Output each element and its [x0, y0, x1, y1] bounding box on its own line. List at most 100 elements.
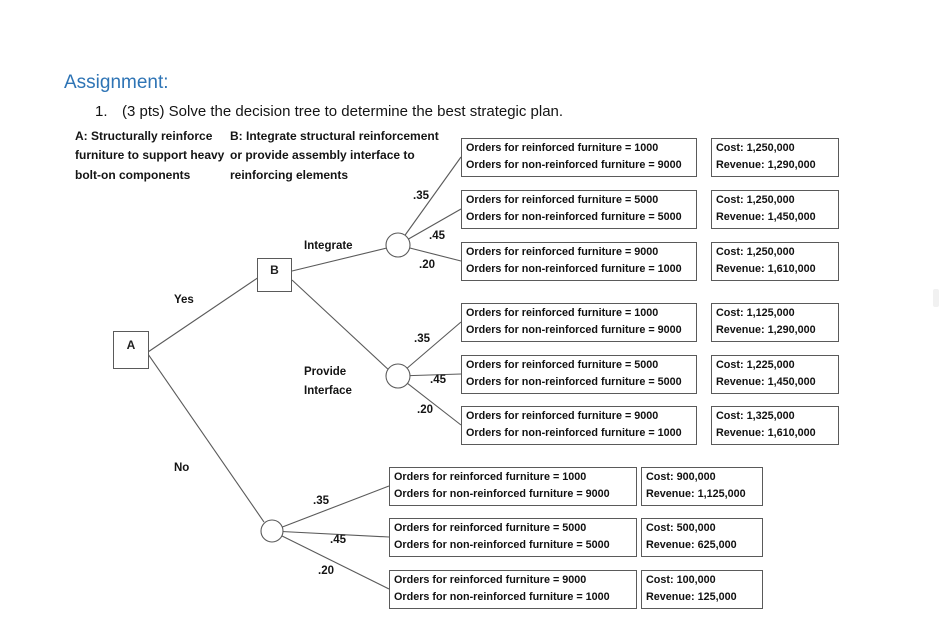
tree-edge-prob	[271, 485, 390, 532]
decision-node-a: A	[113, 331, 149, 369]
orders-box: Orders for reinforced furniture = 5000 O…	[461, 355, 697, 394]
revenue-line: Revenue: 625,000	[646, 539, 737, 552]
payoff-box: Cost: 1,125,000 Revenue: 1,290,000	[711, 303, 839, 342]
legend-a-line: A: Structurally reinforce	[75, 129, 213, 143]
decision-node-a-label: A	[126, 338, 136, 352]
tree-edge-provide-interface	[291, 279, 392, 373]
probability-label: .45	[430, 374, 446, 386]
orders-box: Orders for reinforced furniture = 1000 O…	[461, 138, 697, 177]
revenue-line: Revenue: 1,450,000	[716, 376, 816, 389]
question-number: 1.	[95, 103, 108, 120]
legend-b-line: B: Integrate structural reinforcement	[230, 129, 439, 143]
orders-line: Orders for non-reinforced furniture = 10…	[466, 427, 682, 440]
branch-label-provide-line1: Provide	[304, 366, 347, 378]
legend-b-line: reinforcing elements	[230, 167, 349, 182]
payoff-box: Cost: 1,325,000 Revenue: 1,610,000	[711, 406, 839, 445]
branch-label-yes: Yes	[174, 294, 194, 306]
branch-label-provide-interface: Provide Interface	[304, 363, 352, 401]
payoff-box: Cost: 500,000 Revenue: 625,000	[641, 518, 763, 557]
tree-edge-prob	[397, 156, 462, 246]
orders-line: Orders for non-reinforced furniture = 10…	[394, 591, 610, 604]
payoff-box: Cost: 1,250,000 Revenue: 1,450,000	[711, 190, 839, 229]
legend-a-line: furniture to support heavy	[75, 148, 225, 163]
revenue-line: Revenue: 1,290,000	[716, 324, 816, 337]
orders-line: Orders for reinforced furniture = 5000	[466, 194, 659, 206]
tree-edge-prob	[397, 375, 462, 426]
orders-line: Orders for non-reinforced furniture = 90…	[466, 324, 682, 337]
probability-label: .35	[414, 333, 430, 345]
tree-edge-prob	[271, 530, 390, 538]
branch-label-no: No	[174, 462, 190, 474]
orders-line: Orders for reinforced furniture = 5000	[466, 359, 659, 371]
tree-edge-prob	[397, 321, 462, 377]
cost-line: Cost: 1,225,000	[716, 359, 795, 371]
orders-box: Orders for reinforced furniture = 9000 O…	[461, 242, 697, 281]
orders-box: Orders for reinforced furniture = 5000 O…	[389, 518, 637, 557]
chance-node-no	[260, 519, 284, 543]
payoff-box: Cost: 100,000 Revenue: 125,000	[641, 570, 763, 609]
scrollbar-thumb[interactable]	[933, 289, 939, 307]
cost-line: Cost: 1,125,000	[716, 307, 795, 319]
orders-line: Orders for non-reinforced furniture = 50…	[466, 376, 682, 389]
orders-line: Orders for reinforced furniture = 9000	[394, 574, 587, 586]
probability-label: .20	[417, 404, 433, 416]
probability-label: .20	[318, 565, 334, 577]
probability-label: .35	[313, 495, 329, 507]
cost-line: Cost: 100,000	[646, 574, 716, 586]
orders-line: Orders for reinforced furniture = 9000	[466, 410, 659, 422]
orders-line: Orders for non-reinforced furniture = 90…	[466, 159, 682, 172]
cost-line: Cost: 1,250,000	[716, 246, 795, 258]
question-text: (3 pts) Solve the decision tree to deter…	[122, 103, 564, 120]
orders-box: Orders for reinforced furniture = 1000 O…	[389, 467, 637, 506]
orders-box: Orders for reinforced furniture = 9000 O…	[389, 570, 637, 609]
cost-line: Cost: 1,250,000	[716, 142, 795, 154]
legend-b-line: or provide assembly interface to	[230, 148, 415, 163]
orders-line: Orders for non-reinforced furniture = 50…	[466, 211, 682, 224]
orders-box: Orders for reinforced furniture = 1000 O…	[461, 303, 697, 342]
payoff-box: Cost: 900,000 Revenue: 1,125,000	[641, 467, 763, 506]
orders-line: Orders for non-reinforced furniture = 50…	[394, 539, 610, 552]
legend-option-a: A: Structurally reinforce furniture to s…	[75, 127, 224, 185]
revenue-line: Revenue: 1,290,000	[716, 159, 816, 172]
orders-box: Orders for reinforced furniture = 9000 O…	[461, 406, 697, 445]
branch-label-provide-line2: Interface	[304, 385, 352, 397]
orders-line: Orders for non-reinforced furniture = 10…	[466, 263, 682, 276]
cost-line: Cost: 1,250,000	[716, 194, 795, 206]
legend-a-line: bolt-on components	[75, 167, 191, 182]
orders-line: Orders for reinforced furniture = 9000	[466, 246, 659, 258]
chance-node-provide-interface	[385, 363, 411, 389]
payoff-box: Cost: 1,225,000 Revenue: 1,450,000	[711, 355, 839, 394]
legend-option-b: B: Integrate structural reinforcement or…	[230, 127, 439, 185]
orders-box: Orders for reinforced furniture = 5000 O…	[461, 190, 697, 229]
decision-node-b-label: B	[270, 263, 279, 277]
probability-label: .35	[413, 190, 429, 202]
tree-edge-yes	[147, 276, 260, 353]
cost-line: Cost: 500,000	[646, 522, 716, 534]
chance-node-integrate	[385, 232, 411, 258]
tree-edge-prob	[271, 530, 390, 590]
tree-edge-no	[147, 353, 265, 523]
orders-line: Orders for non-reinforced furniture = 90…	[394, 488, 610, 501]
cost-line: Cost: 900,000	[646, 471, 716, 483]
probability-label: .20	[419, 259, 435, 271]
probability-label: .45	[330, 534, 346, 546]
orders-line: Orders for reinforced furniture = 5000	[394, 522, 587, 534]
probability-label: .45	[429, 230, 445, 242]
payoff-box: Cost: 1,250,000 Revenue: 1,290,000	[711, 138, 839, 177]
revenue-line: Revenue: 1,450,000	[716, 211, 816, 224]
orders-line: Orders for reinforced furniture = 1000	[466, 307, 659, 319]
decision-node-b: B	[257, 258, 292, 292]
question-item: 1. (3 pts) Solve the decision tree to det…	[95, 101, 563, 123]
tree-edge-integrate	[291, 246, 392, 272]
revenue-line: Revenue: 1,610,000	[716, 263, 816, 276]
revenue-line: Revenue: 125,000	[646, 591, 737, 604]
orders-line: Orders for reinforced furniture = 1000	[394, 471, 587, 483]
revenue-line: Revenue: 1,125,000	[646, 488, 746, 501]
cost-line: Cost: 1,325,000	[716, 410, 795, 422]
payoff-box: Cost: 1,250,000 Revenue: 1,610,000	[711, 242, 839, 281]
revenue-line: Revenue: 1,610,000	[716, 427, 816, 440]
orders-line: Orders for reinforced furniture = 1000	[466, 142, 659, 154]
assignment-heading: Assignment:	[64, 72, 169, 93]
